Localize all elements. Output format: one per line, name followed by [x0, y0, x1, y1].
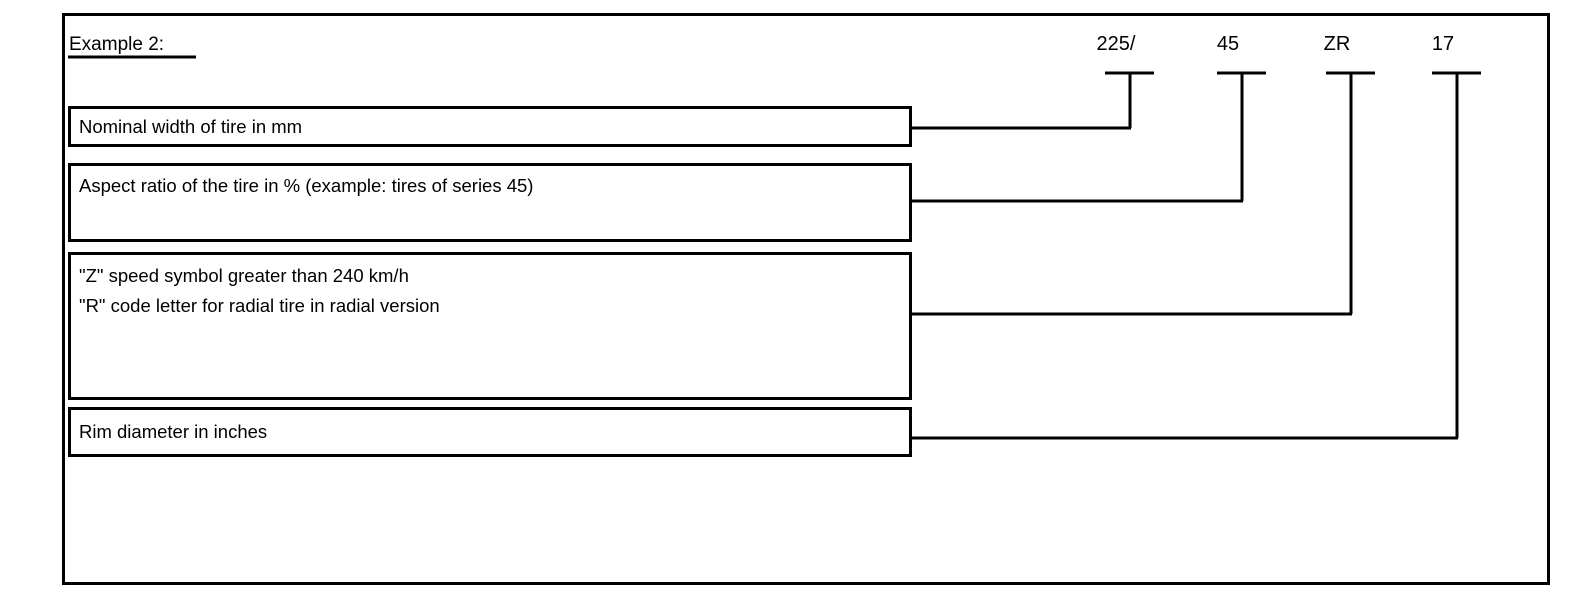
description-box-aspect-ratio — [68, 163, 912, 242]
code-segment-label-1: 45 — [1217, 33, 1239, 55]
code-segment-label-0: 225/ — [1097, 33, 1136, 55]
code-connector-3 — [1432, 71, 1481, 438]
description-text-speed-and-construction-line-1: "R" code letter for radial tire in radia… — [79, 295, 440, 316]
description-box-rim-diameter — [68, 407, 912, 457]
description-text-speed-and-construction-line-0: "Z" speed symbol greater than 240 km/h — [79, 265, 409, 286]
code-segment-label-3: 17 — [1432, 33, 1454, 55]
description-text-rim-diameter-line-0: Rim diameter in inches — [79, 421, 267, 442]
code-connector-2 — [1326, 71, 1375, 314]
description-text-aspect-ratio-line-0: Aspect ratio of the tire in % (example: … — [79, 175, 533, 196]
description-text-nominal-width-line-0: Nominal width of tire in mm — [79, 116, 302, 137]
description-box-speed-and-construction — [68, 252, 912, 400]
code-connector-1 — [1217, 71, 1266, 201]
page-title: Example 2: — [69, 34, 164, 55]
code-connector-0 — [1105, 71, 1154, 128]
code-segment-label-2: ZR — [1324, 33, 1351, 55]
description-box-nominal-width — [68, 106, 912, 147]
